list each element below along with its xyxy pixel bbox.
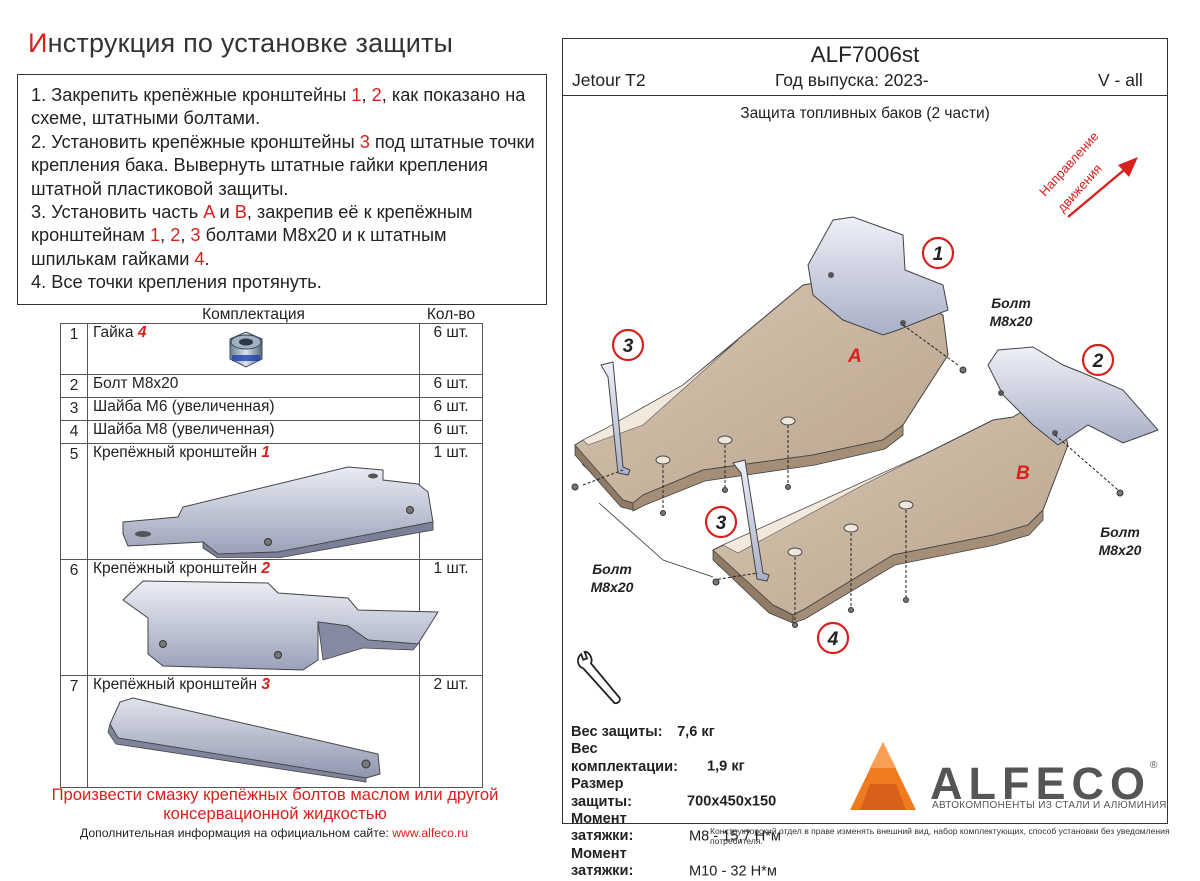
fasteners bbox=[571, 366, 1124, 628]
callout-3-left: 3 bbox=[611, 328, 645, 362]
part-a-label: A bbox=[847, 346, 862, 367]
svg-text:Болт: Болт bbox=[1100, 524, 1140, 540]
specifications: Вес защиты: 7,6 кг Вес комплектации:1,9 … bbox=[571, 724, 781, 880]
bracket-3-left bbox=[582, 361, 631, 486]
bracket-2 bbox=[987, 346, 1159, 491]
svg-text:Болт: Болт bbox=[592, 561, 632, 577]
bracket-1 bbox=[807, 216, 959, 366]
svg-text:1: 1 bbox=[933, 244, 944, 265]
product-name: Защита топливных баков (2 части) bbox=[740, 105, 990, 122]
bolt-label-right: Болт М8х20 bbox=[1099, 524, 1142, 558]
svg-text:2: 2 bbox=[1092, 351, 1104, 372]
svg-text:3: 3 bbox=[623, 336, 634, 357]
page-title: Инструкция по установке защиты bbox=[28, 28, 454, 58]
shield-part-b: B bbox=[712, 404, 1069, 624]
installation-diagram: Направление движения A B bbox=[571, 129, 1159, 705]
svg-text:М8х20: М8х20 bbox=[1099, 542, 1142, 558]
col-qty-header: Кол-во bbox=[426, 306, 476, 323]
engine-variant: V - all bbox=[1098, 70, 1143, 90]
brand-tagline: АВТОКОМПОНЕНТЫ ИЗ СТАЛИ И АЛЮМИНИЯ bbox=[932, 800, 1167, 811]
alfeco-logo-mark bbox=[850, 742, 916, 810]
col-name-header: Комплектация bbox=[202, 306, 305, 323]
bolt-label-top: Болт М8х20 bbox=[990, 295, 1033, 329]
model-year: Год выпуска: 2023- bbox=[775, 70, 929, 90]
bracket-1-image bbox=[122, 466, 434, 558]
table-row: 4 Шайба М8 (увеличенная) 6 шт. bbox=[60, 420, 483, 444]
svg-text:М8х20: М8х20 bbox=[990, 313, 1033, 329]
callout-3-right: 3 bbox=[704, 505, 738, 539]
table-row: 3 Шайба М6 (увеличенная) 6 шт. bbox=[60, 397, 483, 421]
nut-image bbox=[229, 331, 263, 368]
table-row: 1 Гайка 4 6 шт. bbox=[60, 323, 483, 375]
callout-4: 4 bbox=[816, 621, 850, 655]
svg-text:Болт: Болт bbox=[991, 295, 1031, 311]
svg-text:4: 4 bbox=[827, 629, 839, 650]
leader-line bbox=[598, 502, 664, 561]
brand-name: ALFECO bbox=[930, 758, 1151, 809]
table-row: 2 Болт М8х20 6 шт. bbox=[60, 374, 483, 398]
callout-2: 2 bbox=[1081, 343, 1115, 377]
step-2: 2. Установить крепёжные кронштейны 3 под… bbox=[31, 131, 535, 199]
leader-line bbox=[662, 559, 714, 578]
bracket-2-image bbox=[122, 580, 439, 671]
registered-mark: ® bbox=[1150, 760, 1158, 771]
step-3: 3. Установить часть A и B, закрепив её к… bbox=[31, 202, 473, 269]
svg-text:М8х20: М8х20 bbox=[591, 579, 634, 595]
wrench-icon bbox=[577, 650, 621, 705]
table-row: 7 Крепёжный кронштейн 3 2 шт. bbox=[60, 675, 483, 788]
website-link[interactable]: www.alfeco.ru bbox=[392, 826, 469, 840]
table-row: 6 Крепёжный кронштейн 2 1 шт. bbox=[60, 559, 483, 676]
part-b-label: B bbox=[1016, 463, 1030, 484]
parts-table: Комплектация Кол-во 1 Гайка 4 6 шт. 2 Бо… bbox=[60, 307, 483, 788]
shield-part-a: A bbox=[574, 274, 949, 512]
product-code: ALF7006st bbox=[810, 42, 920, 67]
step-4: 4. Все точки крепления протянуть. bbox=[31, 272, 322, 293]
bracket-3-image bbox=[107, 697, 381, 783]
direction-arrow: Направление движения bbox=[1036, 129, 1138, 218]
panel-header bbox=[562, 38, 1168, 96]
disclaimer: Конструкторский отдел в праве изменять в… bbox=[710, 826, 1170, 846]
footer-info: Дополнительная информация на официальном… bbox=[80, 826, 469, 840]
step-1: 1. Закрепить крепёжные кронштейны 1, 2, … bbox=[31, 85, 526, 129]
bracket-3-right bbox=[712, 459, 770, 582]
lubrication-note: Произвести смазку крепёжных болтов масло… bbox=[51, 785, 499, 823]
instructions-box: 1. Закрепить крепёжные кронштейны 1, 2, … bbox=[17, 74, 547, 305]
table-row: 5 Крепёжный кронштейн 1 1 шт. bbox=[60, 443, 483, 560]
car-model: Jetour T2 bbox=[572, 70, 646, 90]
svg-text:3: 3 bbox=[716, 513, 727, 534]
callout-1: 1 bbox=[921, 236, 955, 270]
bolt-label-left: Болт М8х20 bbox=[591, 561, 634, 595]
diagram-panel bbox=[562, 38, 1168, 824]
